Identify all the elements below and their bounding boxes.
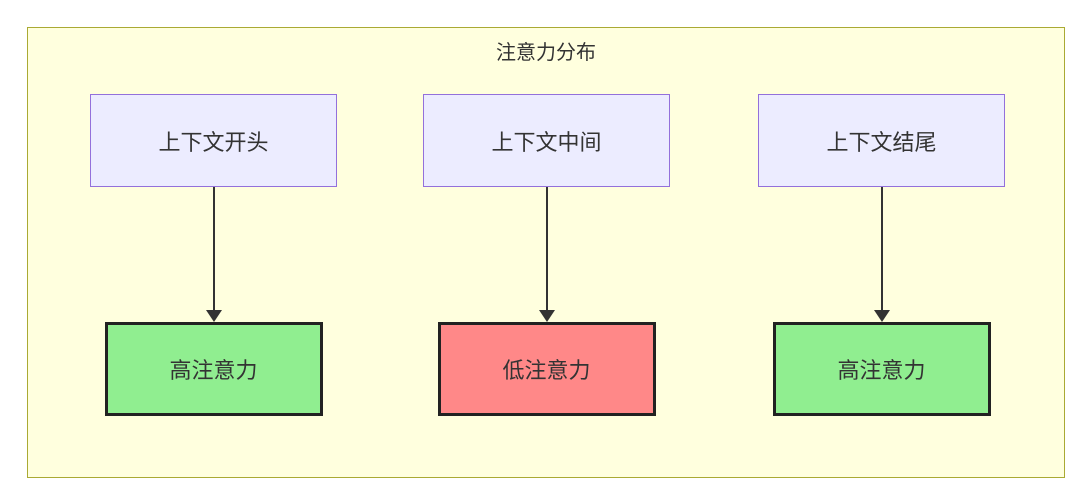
diagram-title: 注意力分布 <box>496 42 596 64</box>
arrow-shaft <box>545 187 548 310</box>
node-context-middle: 上下文中间 <box>423 94 670 187</box>
node-attention-high-2: 高注意力 <box>772 322 991 416</box>
arrow-head-icon <box>538 310 555 322</box>
flow-column-context-end: 上下文结尾 高注意力 <box>758 94 1005 416</box>
flow-column-context-middle: 上下文中间 低注意力 <box>423 94 670 416</box>
node-attention-high-1: 高注意力 <box>104 322 323 416</box>
flow-column-context-start: 上下文开头 高注意力 <box>90 94 337 416</box>
node-attention-low: 低注意力 <box>437 322 656 416</box>
node-context-end: 上下文结尾 <box>758 94 1005 187</box>
arrow-head-icon <box>873 310 890 322</box>
arrow-shaft <box>212 187 215 310</box>
arrow-down-icon <box>873 187 890 322</box>
arrow-down-icon <box>538 187 555 322</box>
arrow-head-icon <box>205 310 222 322</box>
arrow-down-icon <box>205 187 222 322</box>
attention-distribution-subgraph: 注意力分布 上下文开头 高注意力 上下文中间 低注意力 上下文结尾 <box>27 27 1065 478</box>
arrow-shaft <box>880 187 883 310</box>
node-context-start: 上下文开头 <box>90 94 337 187</box>
